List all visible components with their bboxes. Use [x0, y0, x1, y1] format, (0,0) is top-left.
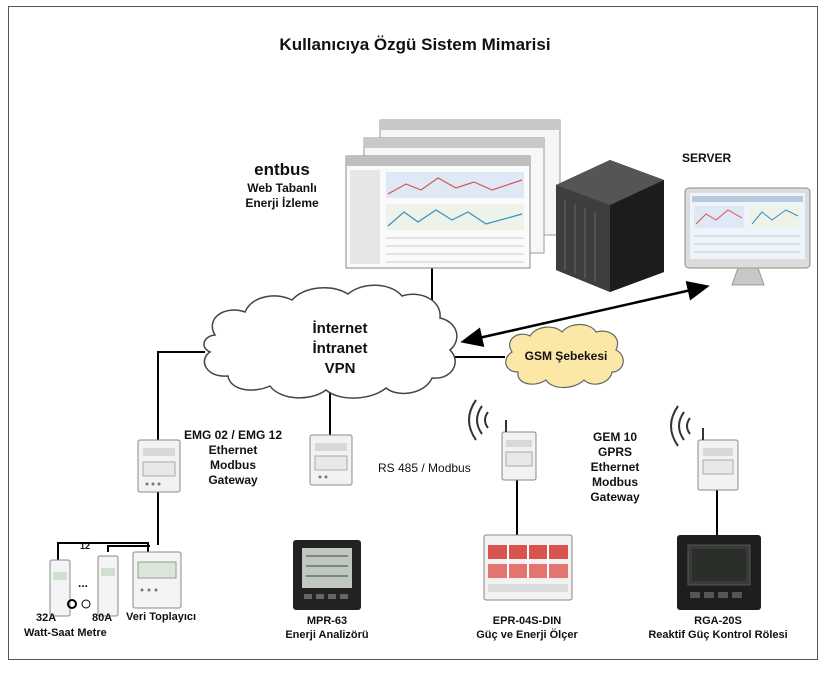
gateway1-line3: Modbus — [210, 458, 256, 472]
gateway1-line4: Gateway — [208, 473, 258, 487]
rga20s-device — [677, 535, 761, 610]
gateway2-line2: GPRS — [597, 445, 632, 459]
meters-dots: ... — [78, 576, 89, 590]
server-label: SERVER — [682, 151, 732, 165]
monitor-icon — [684, 187, 811, 286]
mpr63-analyzer — [293, 540, 361, 610]
emg-gateway-device — [137, 439, 181, 493]
gem10-device — [501, 420, 537, 481]
gateway2-line4: Modbus — [592, 475, 638, 489]
gateway1-line2: Ethernet — [208, 443, 258, 457]
meter-80a-label: 80A — [92, 612, 113, 624]
rs485-module-device — [309, 434, 353, 486]
meter-32a-label: 32A — [36, 612, 57, 624]
software-line1: Web Tabanlı — [247, 181, 317, 195]
internet-cloud — [203, 284, 458, 399]
cloud-line2: İntranet — [312, 340, 368, 357]
meters-count: 12 — [80, 541, 91, 551]
rs485-label: RS 485 / Modbus — [378, 461, 471, 475]
meters-caption: Watt-Saat Metre — [24, 627, 107, 639]
diagram-title: Kullanıcıya Özgü Sistem Mimarisi — [279, 35, 551, 54]
energy-meters — [49, 551, 182, 617]
mpr-name: MPR-63 — [306, 615, 348, 627]
software-line2: Enerji İzleme — [245, 196, 319, 210]
epr04s-din-device — [483, 534, 573, 601]
gateway2-line5: Gateway — [590, 490, 640, 504]
wireless-signal-icons — [468, 399, 691, 447]
gsm-cloud — [505, 323, 624, 389]
epr-name: EPR-04S-DIN — [492, 615, 562, 627]
rga-desc: Reaktif Güç Kontrol Rölesi — [648, 629, 788, 641]
gateway2-line3: Ethernet — [590, 460, 640, 474]
collector-label: Veri Toplayıcı — [126, 611, 197, 623]
web-software-screens — [345, 119, 561, 269]
gateway2-line1: GEM 10 — [592, 430, 637, 444]
gsm-label: GSM Şebekesi — [524, 349, 608, 363]
mpr-desc: Enerji Analizörü — [285, 629, 369, 641]
epr-desc: Güç ve Enerji Ölçer — [476, 629, 578, 641]
rga-modem-device — [697, 428, 739, 491]
diagram-frame — [8, 6, 818, 660]
server-rack-icon — [556, 160, 664, 292]
server-link-arrow — [460, 281, 710, 347]
cloud-line1: İnternet — [312, 320, 368, 337]
cloud-line3: VPN — [324, 360, 356, 377]
rga-name: RGA-20S — [694, 615, 742, 627]
gateway1-line1: EMG 02 / EMG 12 — [183, 428, 283, 442]
software-name: entbus — [254, 160, 310, 179]
